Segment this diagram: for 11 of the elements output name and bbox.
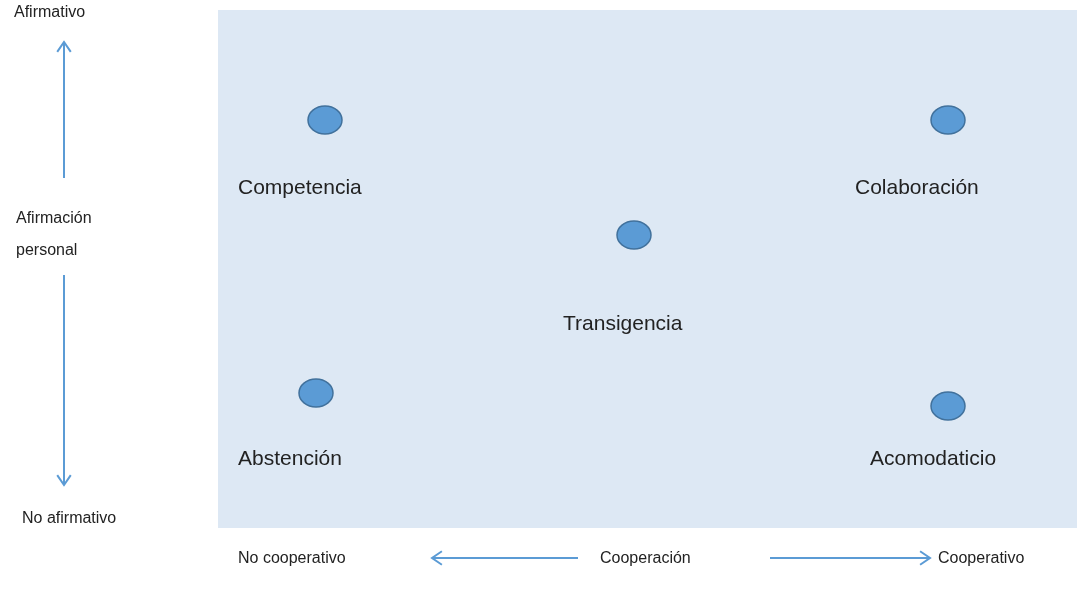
point-label: Transigencia [563, 311, 683, 335]
axis-label: Afirmación personal [16, 208, 93, 260]
point-label: Abstención [238, 446, 342, 470]
axis-label: Afirmativo [14, 2, 86, 22]
axis-label: No cooperativo [238, 548, 346, 568]
axis-label: Cooperativo [938, 548, 1025, 568]
point-label: Competencia [238, 175, 362, 199]
axis-label: Cooperación [600, 548, 691, 568]
point-label: Acomodaticio [870, 446, 997, 470]
point-label: Colaboración [855, 175, 979, 199]
axis-label: No afirmativo [22, 508, 117, 528]
